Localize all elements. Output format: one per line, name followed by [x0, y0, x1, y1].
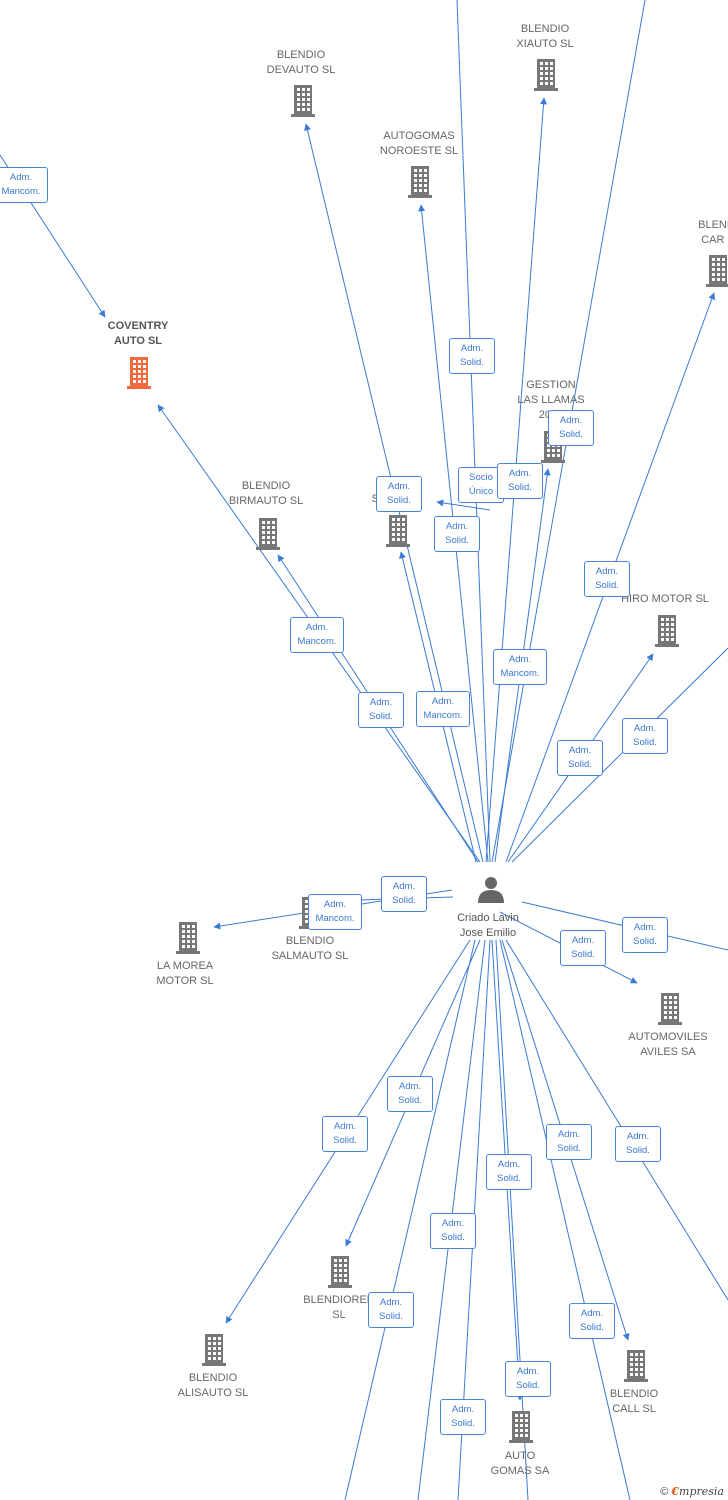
relation-badge: Adm. Solid.: [557, 740, 603, 776]
company-name[interactable]: COVENTRY AUTO SL: [107, 320, 169, 347]
relation-badge: Adm. Solid.: [497, 463, 543, 499]
company-name[interactable]: AUTOMOVILES AVILES SA: [628, 1031, 708, 1058]
building-icon[interactable]: [655, 615, 679, 647]
building-icon[interactable]: [291, 85, 315, 117]
relation-badge: Adm. Mancom.: [0, 167, 48, 203]
relation-badge: Adm. Solid.: [440, 1399, 486, 1435]
icons-layer: [127, 59, 728, 1443]
relation-badge: Adm. Solid.: [381, 876, 427, 912]
person-name[interactable]: Criado Lavin Jose Emilio: [457, 912, 519, 939]
relation-badge: Adm. Solid.: [449, 338, 495, 374]
building-icon[interactable]: [408, 166, 432, 198]
relation-badge: Adm. Solid.: [548, 410, 594, 446]
relation-badge: Adm. Solid.: [505, 1361, 551, 1397]
relation-badge: Adm. Solid.: [569, 1303, 615, 1339]
relation-badge: Adm. Solid.: [387, 1076, 433, 1112]
relation-badge: Adm. Mancom.: [493, 649, 547, 685]
company-name[interactable]: AUTOGOMAS NOROESTE SL: [379, 130, 459, 157]
company-name[interactable]: BLENDIOREN SL: [303, 1294, 375, 1321]
relation-badge: Adm. Solid.: [622, 718, 668, 754]
relation-badge: Adm. Mancom.: [416, 691, 470, 727]
building-icon[interactable]: [202, 1334, 226, 1366]
relation-badge: Adm. Mancom.: [290, 617, 344, 653]
relation-edge: [495, 939, 529, 1500]
company-name[interactable]: AUTO GOMAS SA: [490, 1450, 550, 1477]
building-icon[interactable]: [176, 922, 200, 954]
company-name[interactable]: BLENDIO CALL SL: [609, 1388, 659, 1415]
relation-badge: Adm. Solid.: [430, 1213, 476, 1249]
relation-edge: [505, 939, 728, 1301]
company-name[interactable]: BLENDIO XIAUTO SL: [516, 23, 574, 50]
relation-badge: Adm. Solid.: [546, 1124, 592, 1160]
relation-badge: Adm. Mancom.: [308, 894, 362, 930]
building-icon[interactable]: [509, 1411, 533, 1443]
building-icon[interactable]: [256, 518, 280, 550]
relation-badge: Adm. Solid.: [322, 1116, 368, 1152]
copyright-symbol: ©: [660, 1486, 669, 1498]
building-icon[interactable]: [386, 515, 410, 547]
brand-name: mpresia: [679, 1485, 724, 1498]
building-icon[interactable]: [658, 993, 682, 1025]
person-icon[interactable]: [478, 877, 504, 903]
relation-badge: Adm. Solid.: [368, 1292, 414, 1328]
relation-edge: [436, 499, 491, 511]
company-name[interactable]: BLENDIO DEVAUTO SL: [266, 49, 336, 76]
relation-badge: Adm. Solid.: [486, 1154, 532, 1190]
building-icon[interactable]: [624, 1350, 648, 1382]
building-icon[interactable]: [534, 59, 558, 91]
building-icon[interactable]: [328, 1256, 352, 1288]
company-name[interactable]: LA MOREA MOTOR SL: [156, 960, 214, 987]
relation-badge: Adm. Solid.: [376, 476, 422, 512]
relation-badge: Adm. Solid.: [560, 930, 606, 966]
relation-badge: Adm. Solid.: [434, 516, 480, 552]
brand-logo-letter: €: [671, 1485, 680, 1498]
company-name[interactable]: BLENDI CAR S: [698, 219, 728, 246]
brand-watermark: © €mpresia: [660, 1485, 724, 1498]
building-icon[interactable]: [706, 255, 728, 287]
relation-badge: Adm. Solid.: [358, 692, 404, 728]
relation-badge: Adm. Solid.: [584, 561, 630, 597]
relation-edge: [344, 939, 476, 1500]
relation-badge: Adm. Solid.: [615, 1126, 661, 1162]
relation-edge: [511, 647, 728, 863]
relation-badge: Adm. Solid.: [622, 917, 668, 953]
company-name[interactable]: HIRO MOTOR SL: [621, 593, 709, 605]
company-name[interactable]: BLENDIO SALMAUTO SL: [271, 935, 349, 962]
relation-edge: [499, 939, 631, 1500]
company-name[interactable]: BLENDIO BIRMAUTO SL: [228, 480, 304, 507]
company-name[interactable]: BLENDIO ALISAUTO SL: [177, 1372, 249, 1399]
building-icon[interactable]: [127, 357, 151, 389]
relation-edge: [456, 0, 491, 863]
